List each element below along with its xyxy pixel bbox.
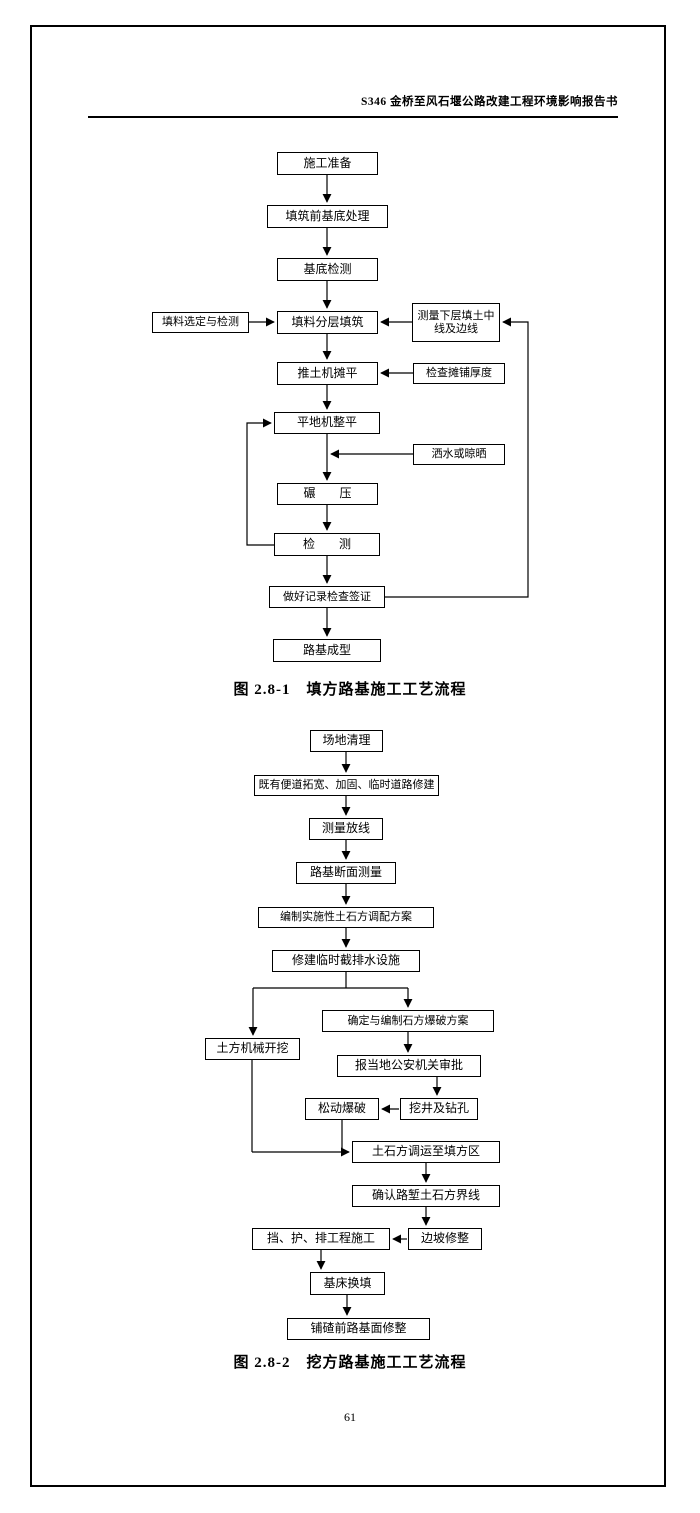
node-watering-or-drying: 洒水或晾晒: [413, 444, 505, 465]
figure-2-8-1-caption: 图 2.8-1 填方路基施工工艺流程: [233, 682, 467, 698]
node-road-widening: 既有便道拓宽、加固、临时道路修建: [254, 775, 439, 796]
node-grader-leveling: 平地机整平: [274, 412, 380, 434]
node-temporary-drainage: 修建临时截排水设施: [272, 950, 420, 972]
node-testing: 检 测: [274, 533, 380, 556]
node-base-treatment-before-filling: 填筑前基底处理: [267, 205, 388, 228]
node-base-inspection: 基底检测: [277, 258, 378, 281]
page-number: 61: [344, 1410, 356, 1424]
node-record-inspection: 做好记录检查签证: [269, 586, 385, 608]
node-construction-preparation: 施工准备: [277, 152, 378, 175]
node-slope-trimming: 边坡修整: [408, 1228, 482, 1250]
node-loose-blasting: 松动爆破: [305, 1098, 379, 1120]
node-measure-lower-layer-lines: 测量下层填土中线及边线: [412, 303, 500, 342]
node-fill-selection-testing: 填料选定与检测: [152, 312, 249, 333]
figure-2-8-2-caption: 图 2.8-2 挖方路基施工工艺流程: [233, 1355, 467, 1371]
node-well-drilling: 挖井及钻孔: [400, 1098, 478, 1120]
node-rolling: 碾 压: [277, 483, 378, 505]
node-bulldozer-spreading: 推土机摊平: [277, 362, 378, 385]
page-border: [30, 25, 666, 1487]
node-subgrade-replacement: 基床换填: [310, 1272, 385, 1295]
node-site-clearing: 场地清理: [310, 730, 383, 752]
node-survey-layout: 测量放线: [309, 818, 383, 840]
page-header: S346 金桥至风石堰公路改建工程环境影响报告书: [360, 96, 618, 108]
node-earthwork-transport: 土石方调运至填方区: [352, 1141, 500, 1163]
node-surface-trimming: 铺碴前路基面修整: [287, 1318, 430, 1340]
node-police-approval: 报当地公安机关审批: [337, 1055, 481, 1077]
node-roadbed-formed: 路基成型: [273, 639, 381, 662]
node-section-measurement: 路基断面测量: [296, 862, 396, 884]
node-cutting-boundary: 确认路堑土石方界线: [352, 1185, 500, 1207]
node-layered-filling: 填料分层填筑: [277, 311, 378, 334]
node-blasting-plan: 确定与编制石方爆破方案: [322, 1010, 494, 1032]
node-check-paving-thickness: 检查摊铺厚度: [413, 363, 505, 384]
node-retaining-works: 挡、护、排工程施工: [252, 1228, 390, 1250]
header-rule: [88, 116, 618, 118]
node-mechanical-excavation: 土方机械开挖: [205, 1038, 300, 1060]
node-earthwork-allocation-plan: 编制实施性土石方调配方案: [258, 907, 434, 928]
